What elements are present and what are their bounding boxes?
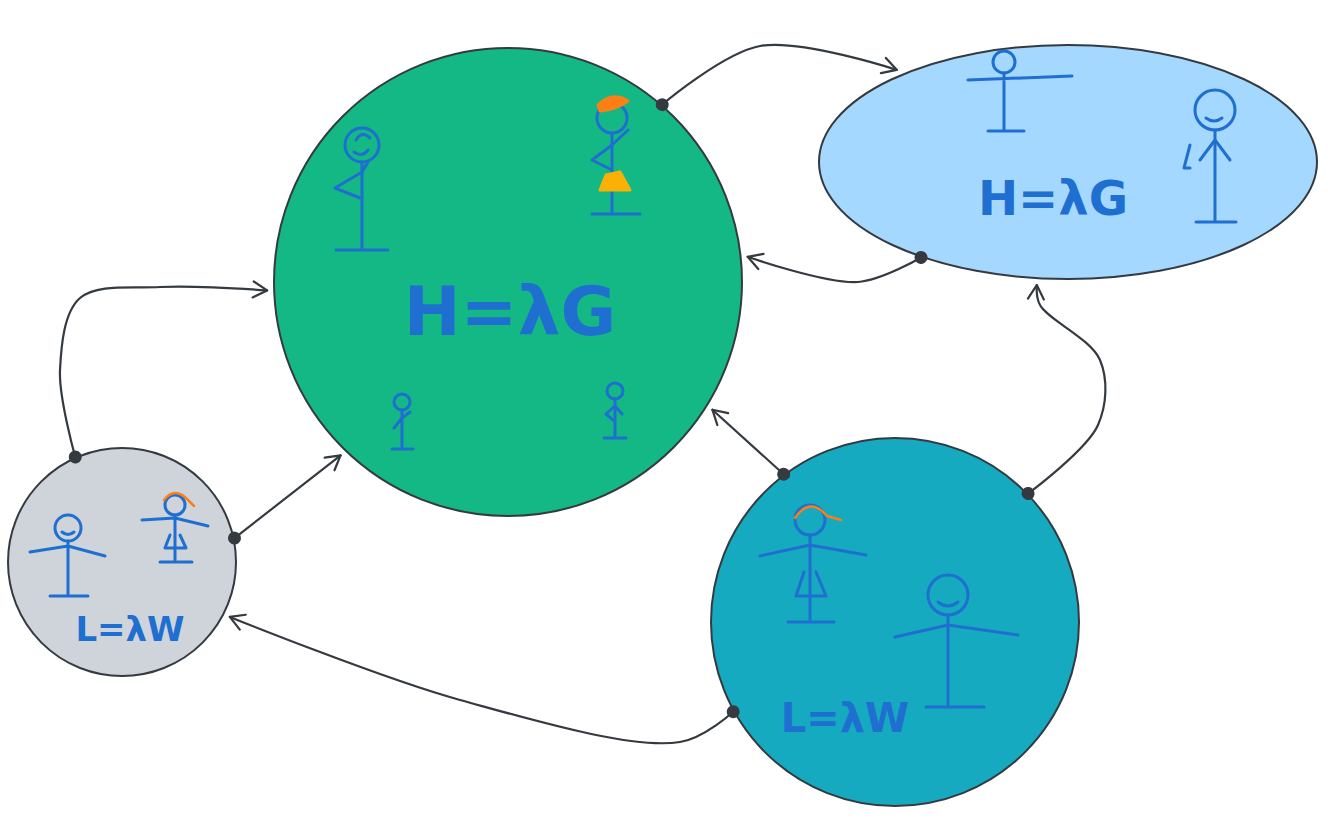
arrow-connector bbox=[748, 257, 921, 282]
arrow-connector bbox=[230, 617, 733, 743]
formula-circle: H=λG bbox=[273, 47, 743, 517]
arrow-connector bbox=[60, 287, 267, 457]
formula-text: H=λG bbox=[404, 275, 617, 350]
formula-text: L=λW bbox=[781, 696, 909, 740]
arrow-connector bbox=[1028, 285, 1105, 493]
formula-ellipse: H=λG bbox=[818, 44, 1318, 280]
formula-text: H=λG bbox=[978, 172, 1128, 225]
node-outline bbox=[818, 44, 1318, 280]
formula-text: L=λW bbox=[75, 611, 184, 648]
arrow-connector bbox=[234, 455, 340, 538]
formula-circle: L=λW bbox=[7, 447, 237, 677]
arrow-connector bbox=[712, 410, 783, 475]
node-outline bbox=[710, 437, 1080, 807]
formula-circle: L=λW bbox=[710, 437, 1080, 807]
